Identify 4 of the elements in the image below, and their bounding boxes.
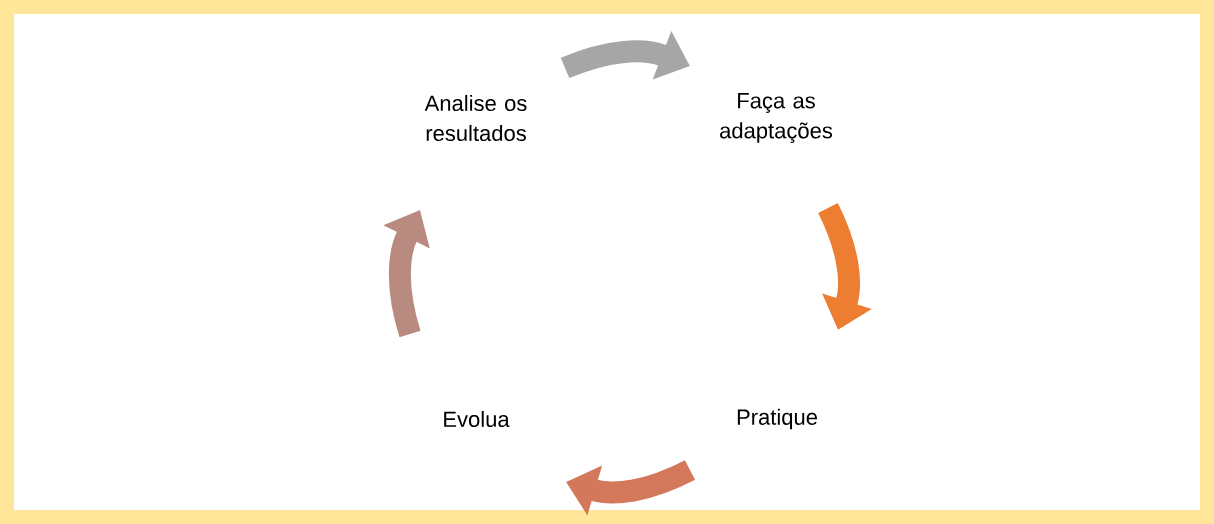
step-label: Pratique xyxy=(737,408,817,430)
step-label: Analise os resultados xyxy=(424,94,527,142)
step-label: Evolua xyxy=(444,410,510,428)
step-label: Faça as adaptações xyxy=(720,93,833,143)
